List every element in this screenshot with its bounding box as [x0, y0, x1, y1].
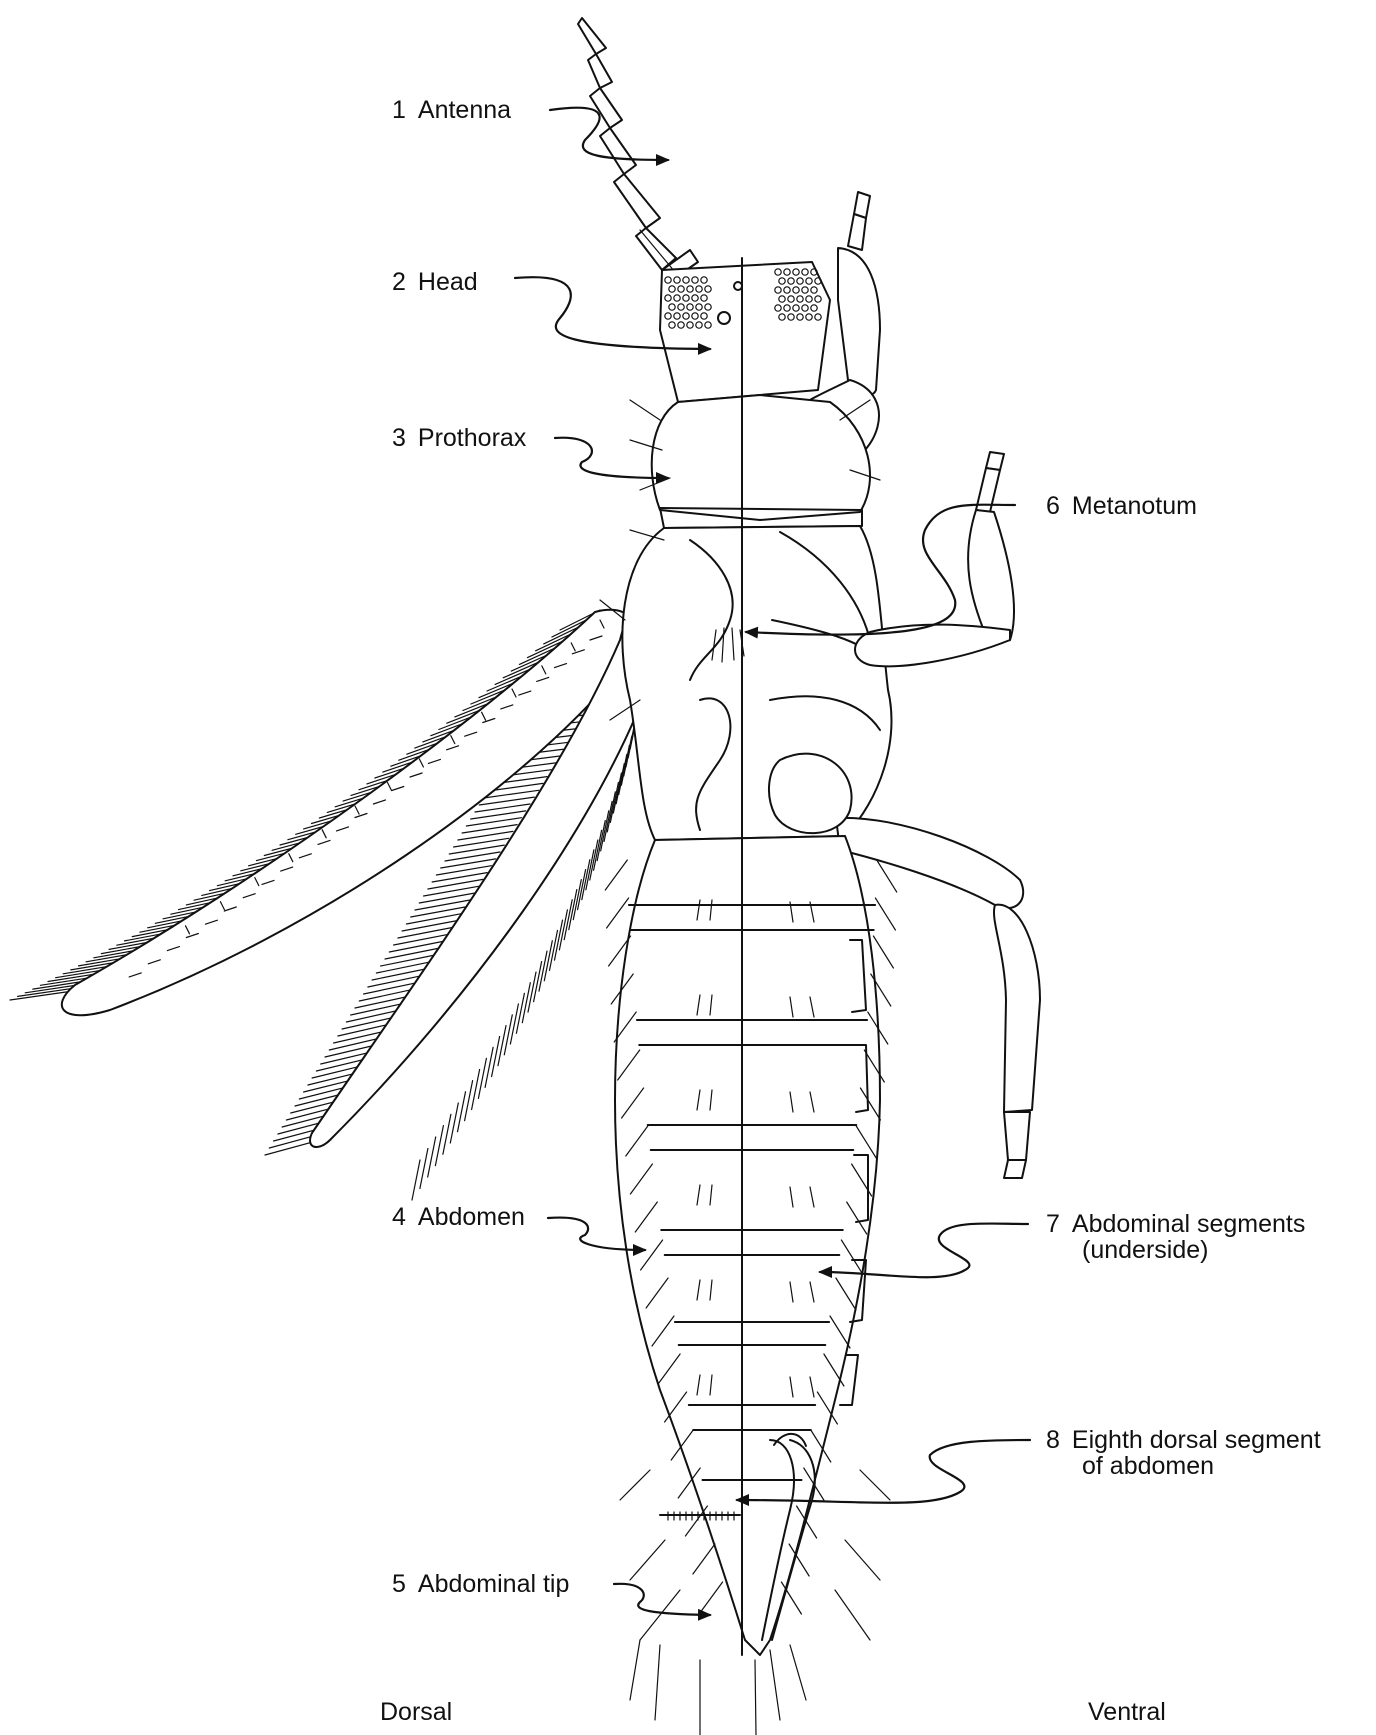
prothorax	[652, 395, 870, 520]
view-label-ventral: Ventral	[1088, 1698, 1166, 1726]
thrips-illustration	[10, 18, 1040, 1735]
label-abdominal-segments-line2: (underside)	[1082, 1236, 1208, 1264]
ventral-antenna	[848, 192, 870, 250]
leader-abdominal-tip	[614, 1584, 710, 1615]
label-eighth-segment-line2: of abdomen	[1082, 1452, 1214, 1480]
view-label-dorsal: Dorsal	[380, 1698, 452, 1726]
abdomen	[615, 836, 880, 1655]
antenna	[578, 18, 698, 290]
